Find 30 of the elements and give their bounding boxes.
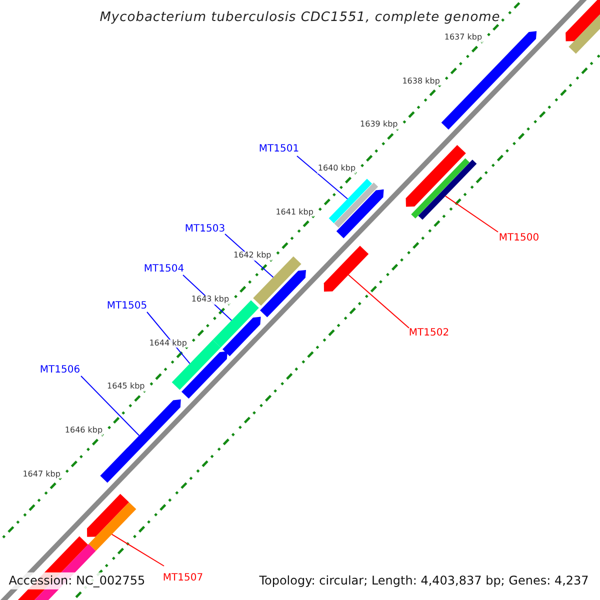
title-text: Mycobacterium tuberculosis CDC1551, complete genome xyxy=(100,10,500,26)
position-label: 1647 kbp xyxy=(22,470,62,480)
gene-label: MT1503 xyxy=(184,224,226,234)
gene-feature-bar xyxy=(418,160,477,220)
position-label: 1637 kbp xyxy=(443,34,484,42)
gene-label: MT1500 xyxy=(498,232,540,244)
leader-line xyxy=(444,196,498,232)
gene-label: MT1502 xyxy=(408,328,450,338)
position-label: 1640 kbp xyxy=(316,164,357,174)
gene-label: MT1501 xyxy=(258,144,300,154)
gene-feature-bar xyxy=(88,502,136,551)
gene-label: MT1506 xyxy=(40,364,80,376)
position-label: 1644 kbp xyxy=(148,339,188,348)
gene-label: MT1507 xyxy=(162,572,204,584)
position-label: 1646 kbp xyxy=(64,426,104,436)
leader-line xyxy=(348,274,410,328)
gene-label: MT1504 xyxy=(144,264,184,274)
position-label: 1638 kbp xyxy=(401,77,441,86)
leader-line xyxy=(111,534,164,566)
position-label: 1643 kbp xyxy=(190,296,230,304)
gene-feature-bar xyxy=(328,178,372,224)
position-label: 1642 kbp xyxy=(232,252,272,261)
position-label: 1639 kbp xyxy=(359,120,399,130)
gene-feature-bar xyxy=(172,340,221,390)
position-label: 1645 kbp xyxy=(106,382,146,392)
leader-line xyxy=(80,376,140,436)
position-label: 1641 kbp xyxy=(274,208,314,218)
gene-label: MT1505 xyxy=(106,300,148,312)
gene-feature-bar xyxy=(324,246,369,292)
leader-line xyxy=(296,156,348,200)
